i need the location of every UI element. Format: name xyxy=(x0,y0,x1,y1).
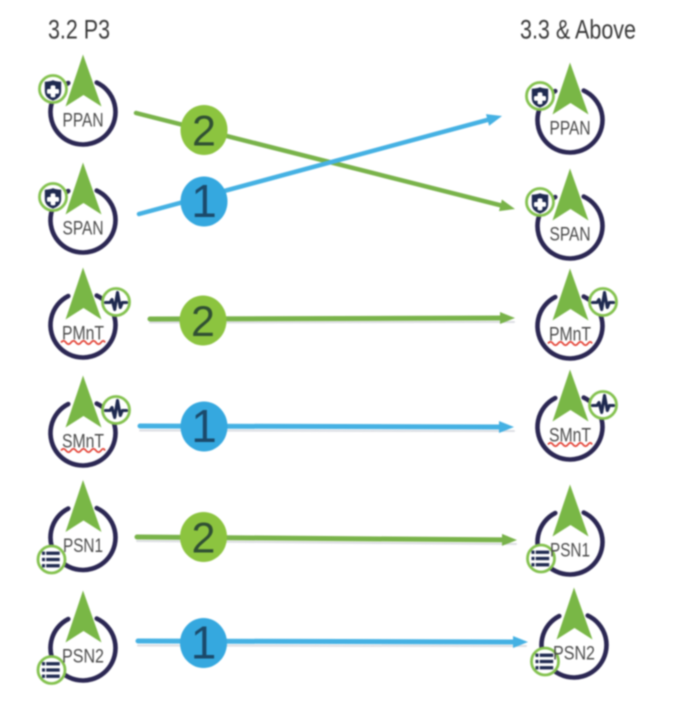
svg-text:1: 1 xyxy=(191,617,217,669)
svg-text:PSN1: PSN1 xyxy=(550,541,590,562)
svg-text:1: 1 xyxy=(191,175,217,227)
svg-text:PSN2: PSN2 xyxy=(553,644,595,665)
svg-text:SMnT: SMnT xyxy=(62,432,104,453)
svg-text:SMnT: SMnT xyxy=(549,426,591,447)
svg-text:2: 2 xyxy=(192,108,216,156)
svg-text:PMnT: PMnT xyxy=(62,324,104,345)
svg-text:PPAN: PPAN xyxy=(63,111,104,132)
svg-text:2: 2 xyxy=(191,298,215,346)
svg-text:SPAN: SPAN xyxy=(550,225,591,246)
svg-text:1: 1 xyxy=(191,400,217,452)
svg-text:3.2 P3: 3.2 P3 xyxy=(48,15,110,45)
svg-text:3.3 & Above: 3.3 & Above xyxy=(520,15,636,45)
svg-text:PPAN: PPAN xyxy=(550,119,591,140)
svg-text:PMnT: PMnT xyxy=(549,325,591,346)
svg-text:PSN2: PSN2 xyxy=(62,647,104,668)
svg-text:2: 2 xyxy=(192,515,216,563)
svg-text:SPAN: SPAN xyxy=(63,219,104,240)
svg-text:PSN1: PSN1 xyxy=(63,536,103,557)
